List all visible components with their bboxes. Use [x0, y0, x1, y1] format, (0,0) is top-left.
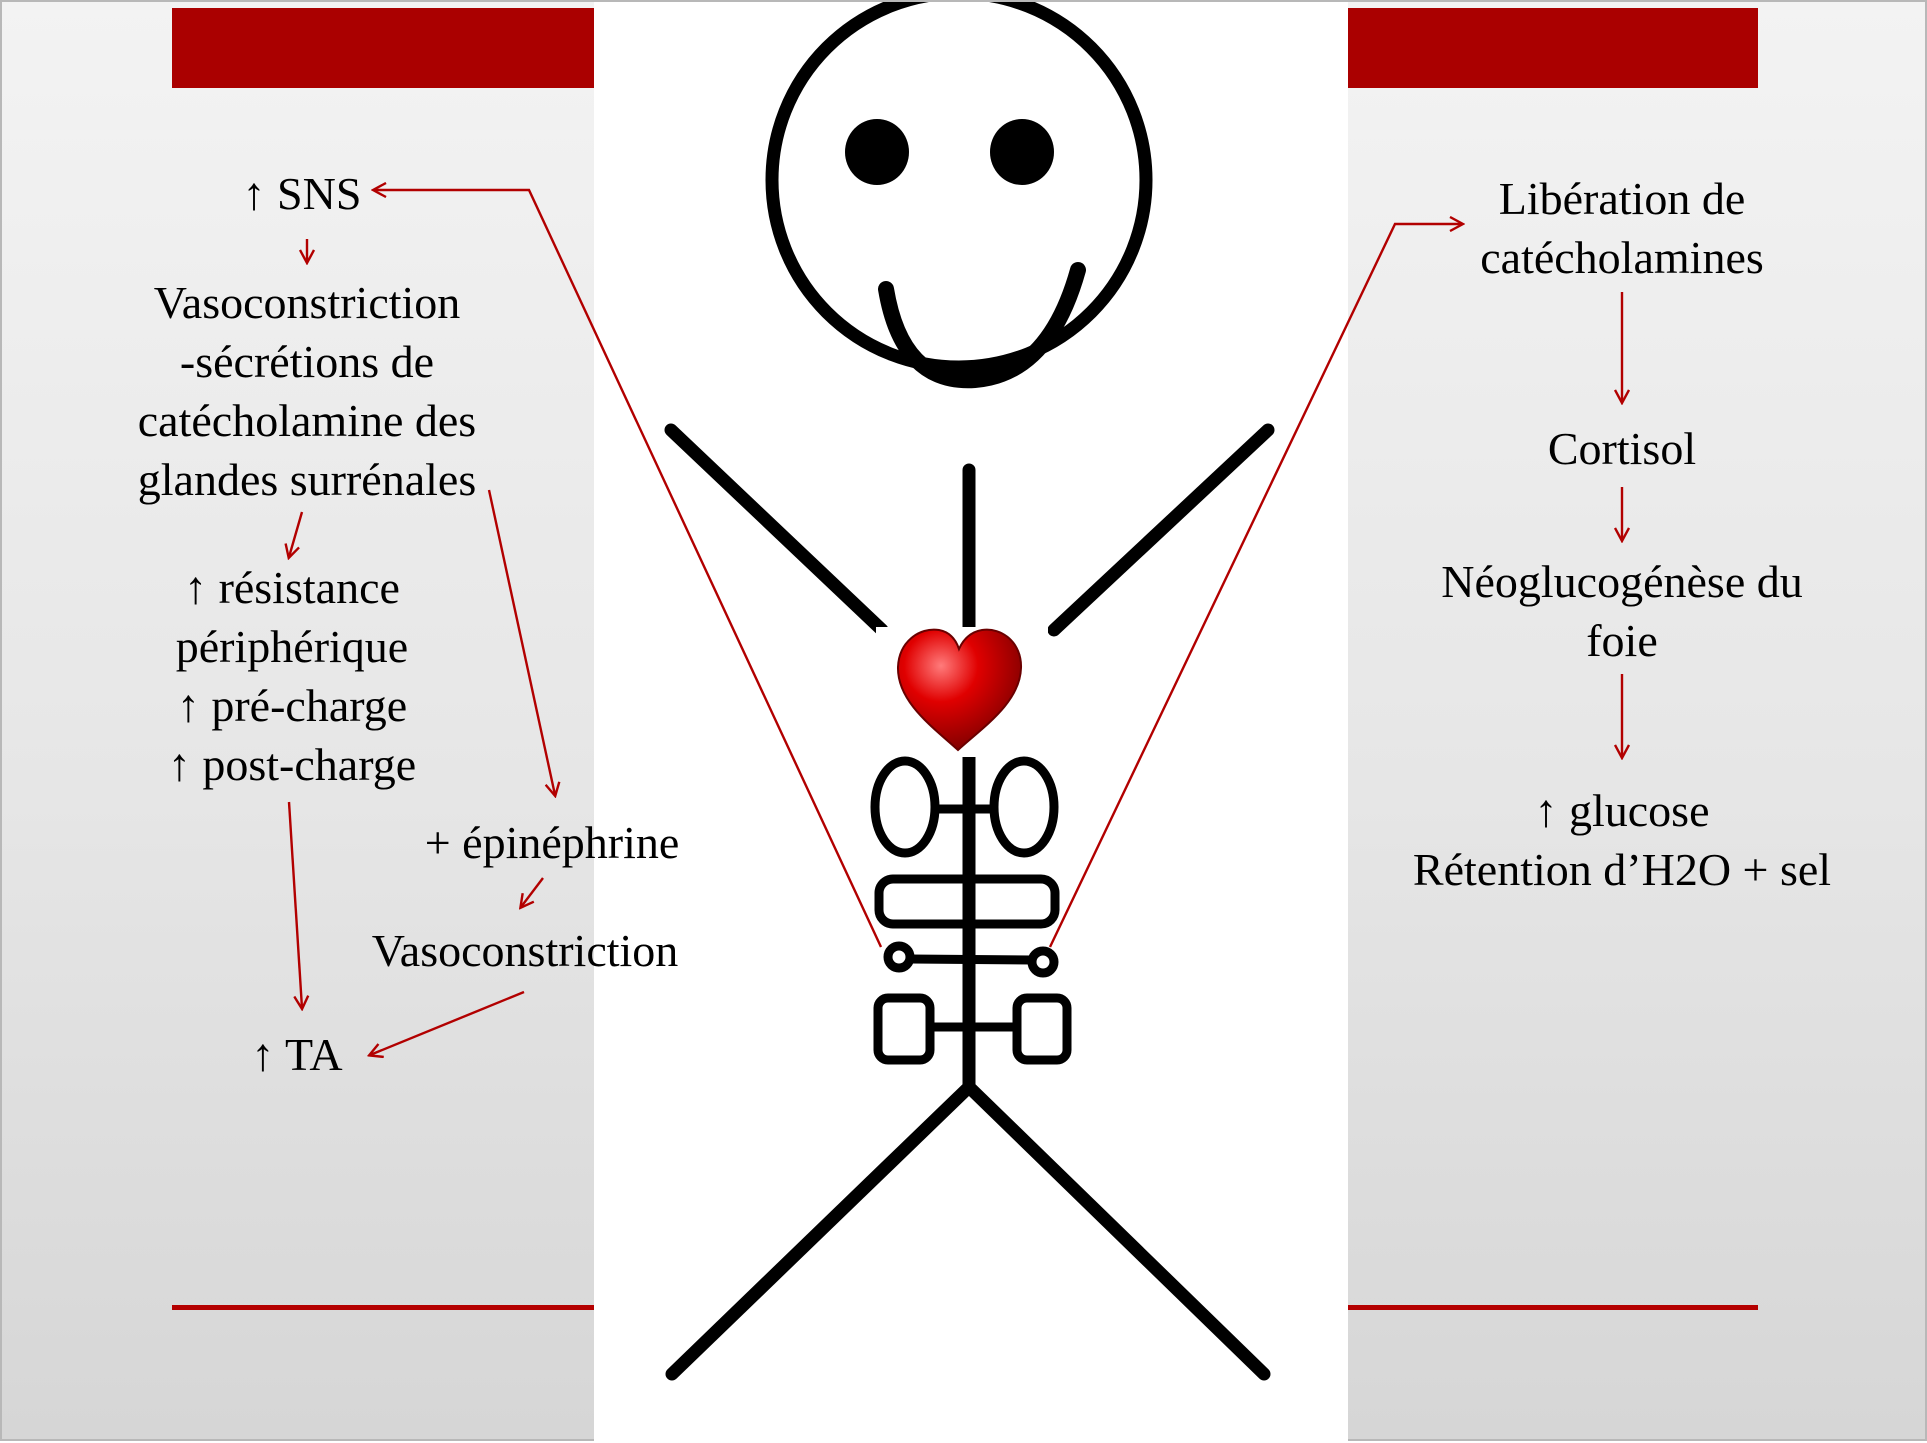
left-adrenal-gland-icon: [888, 946, 910, 968]
right-kidney-icon: [1017, 998, 1067, 1060]
arrow-postcharge-to-ta: [289, 802, 302, 1008]
left-eye: [845, 119, 909, 185]
label-glucose-block: ↑ glucose Rétention d’H2O + sel: [1382, 781, 1862, 899]
label-vasoconstriction-block: Vasoconstriction -sécrétions de catéchol…: [112, 273, 502, 509]
left-arm: [671, 430, 882, 630]
head-circle: [772, 2, 1146, 367]
left-kidney-icon: [878, 998, 930, 1060]
label-epinephrine: + épinéphrine: [402, 813, 702, 872]
right-leg: [969, 1087, 1264, 1374]
right-arm: [1054, 430, 1268, 630]
label-cortisol: Cortisol: [1472, 419, 1772, 478]
left-lung-icon: [875, 761, 935, 853]
right-eye: [990, 119, 1054, 185]
label-sns: ↑ SNS: [202, 164, 402, 223]
arrow-glandes-to-epinephrine: [489, 490, 555, 795]
label-liberation: Libération de catécholamines: [1422, 169, 1822, 287]
label-neoglucogenese: Néoglucogénèse du foie: [1402, 552, 1842, 670]
arrow-epinephrine-to-vasoconstriction: [521, 878, 543, 907]
arrow-glandes-to-resistance: [289, 512, 302, 557]
right-lung-icon: [994, 761, 1054, 853]
arrow-vasoconstriction-to-ta: [370, 992, 524, 1055]
label-resistance-block: ↑ résistance périphérique ↑ pré-charge ↑…: [122, 558, 462, 794]
label-ta: ↑ TA: [222, 1025, 372, 1084]
right-adrenal-gland-icon: [1032, 951, 1054, 973]
label-vasoconstriction: Vasoconstriction: [350, 921, 700, 980]
left-leg: [672, 1087, 969, 1374]
